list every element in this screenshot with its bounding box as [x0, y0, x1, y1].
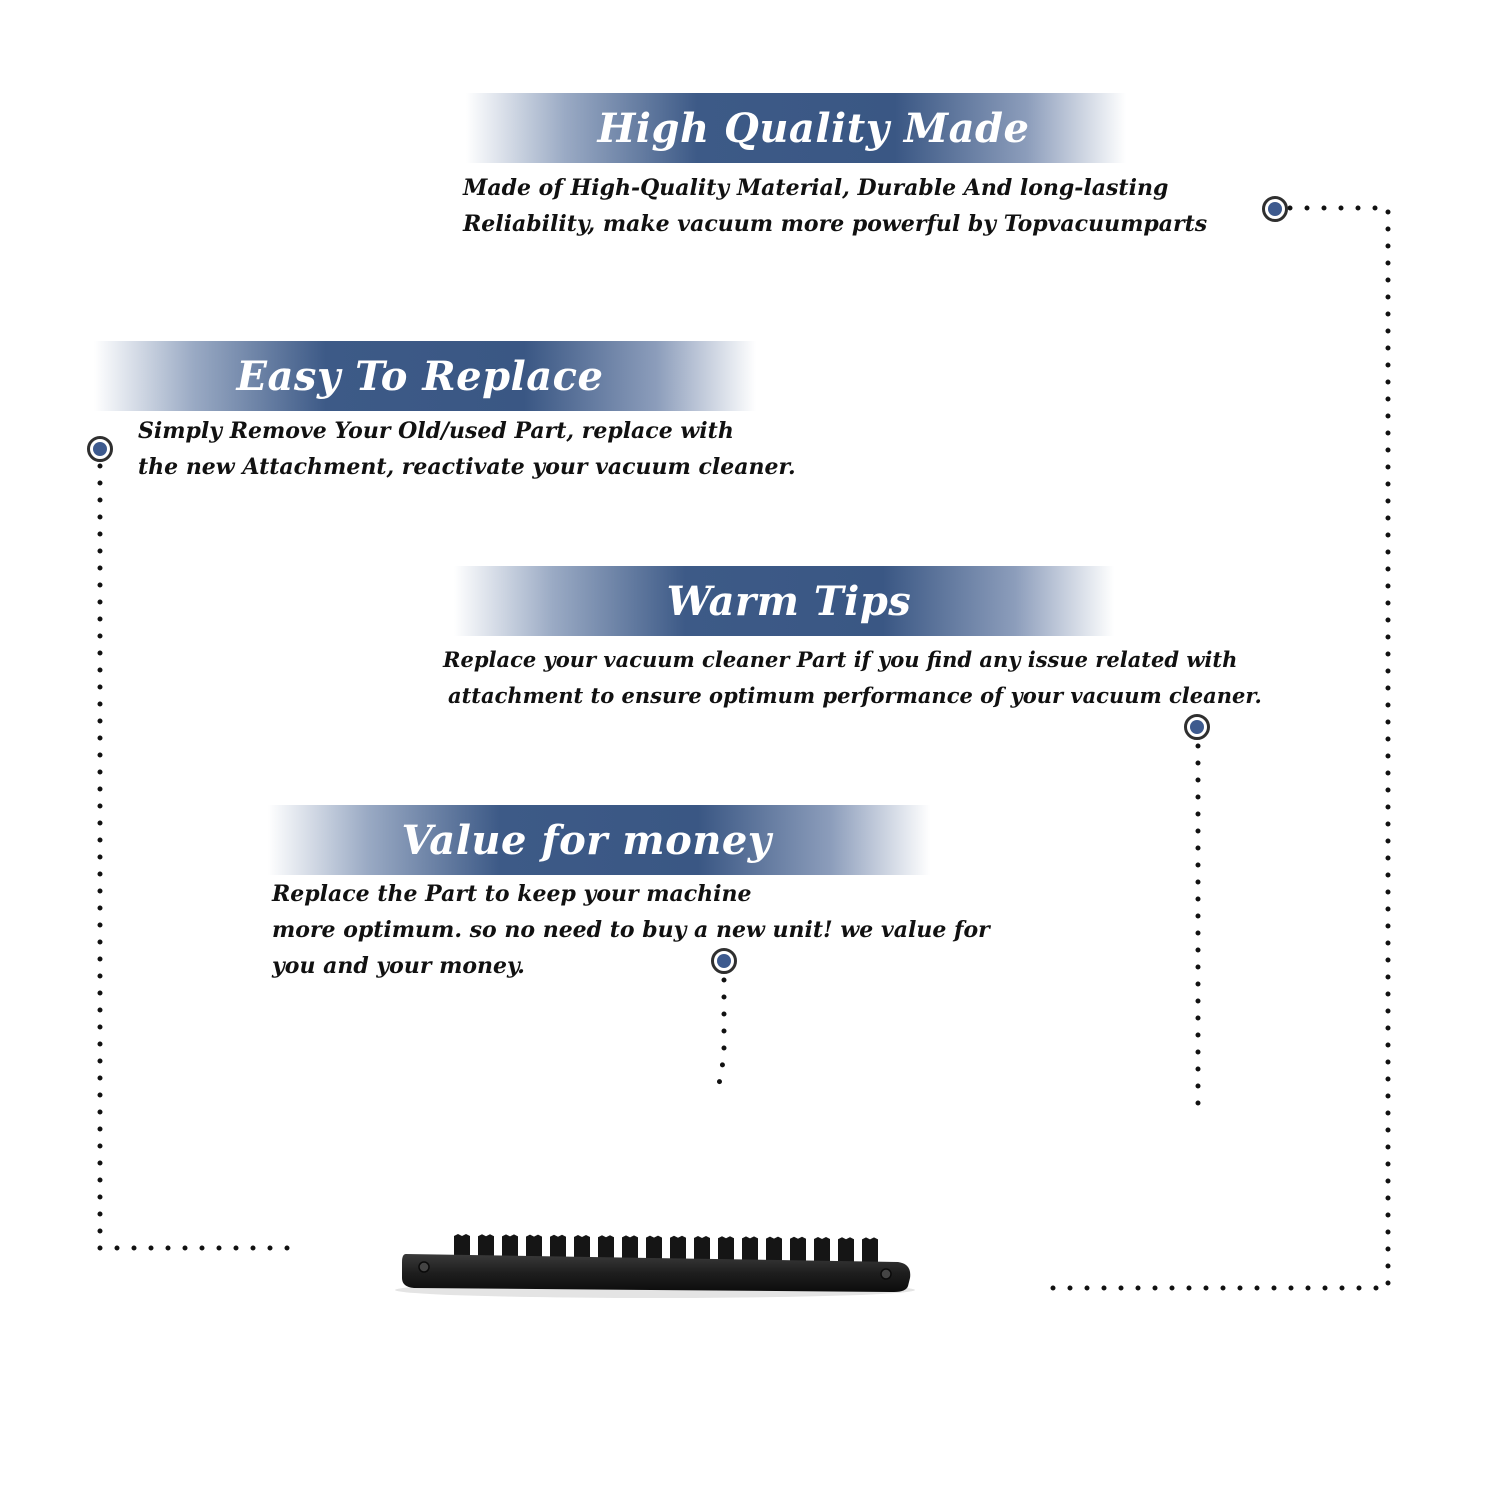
connector-easy-replace [97, 463, 299, 1251]
banner-title: Easy To Replace [236, 352, 604, 400]
marker-value [711, 948, 737, 974]
marker-easy-replace [87, 436, 113, 462]
connector-high-quality [1035, 205, 1391, 1291]
description-line: Replace your vacuum cleaner Part if you … [443, 647, 1238, 672]
description-line: Reliability, make vacuum more powerful b… [463, 211, 1208, 237]
bristle-tuft [574, 1235, 590, 1261]
bristle-tuft [862, 1237, 878, 1264]
description-line: you and your money. [272, 953, 525, 979]
vacuum-brush-strip-image [395, 1234, 915, 1298]
bristle-tuft [670, 1235, 686, 1262]
banner-title: High Quality Made [597, 104, 1030, 152]
bristle-tuft [646, 1235, 662, 1262]
banner-value: Value for money [268, 805, 930, 875]
bristle-tuft [766, 1236, 782, 1263]
description-line: Simply Remove Your Old/used Part, replac… [138, 418, 734, 444]
banner-title: Value for money [401, 816, 772, 864]
description-high-quality: Made of High-Quality Material, Durable A… [463, 170, 1207, 242]
bristle-tuft [742, 1236, 758, 1263]
description-easy-replace: Simply Remove Your Old/used Part, replac… [138, 413, 796, 485]
banner-high-quality: High Quality Made [466, 93, 1126, 163]
banner-warm-tips: Warm Tips [454, 566, 1114, 636]
marker-warm-tips [1184, 714, 1210, 740]
banner-easy-replace: Easy To Replace [94, 341, 756, 411]
marker-high-quality [1262, 196, 1288, 222]
description-line: Made of High-Quality Material, Durable A… [463, 175, 1169, 201]
bristle-tuft [694, 1236, 710, 1262]
bristle-tuft [790, 1236, 806, 1263]
bristle-tuft [814, 1237, 830, 1263]
description-line: Replace the Part to keep your machine [272, 881, 752, 907]
bristle-tuft [526, 1234, 542, 1261]
bristle-tuft [838, 1237, 854, 1264]
bristle-tuft [550, 1234, 566, 1261]
connector-value [715, 977, 727, 1093]
bristle-tuft [598, 1235, 614, 1262]
description-line: more optimum. so no need to buy a new un… [272, 917, 990, 943]
bristle-tuft [502, 1234, 518, 1261]
bristle-tuft [478, 1234, 494, 1261]
bristle-tuft [622, 1235, 638, 1262]
bristle-tuft [454, 1234, 470, 1260]
bristle-tuft [718, 1236, 734, 1263]
description-line: attachment to ensure optimum performance… [448, 683, 1262, 708]
description-line: the new Attachment, reactivate your vacu… [138, 454, 796, 480]
description-warm-tips: Replace your vacuum cleaner Part if you … [443, 642, 1262, 714]
banner-title: Warm Tips [666, 577, 912, 625]
description-value: Replace the Part to keep your machine mo… [272, 876, 990, 984]
